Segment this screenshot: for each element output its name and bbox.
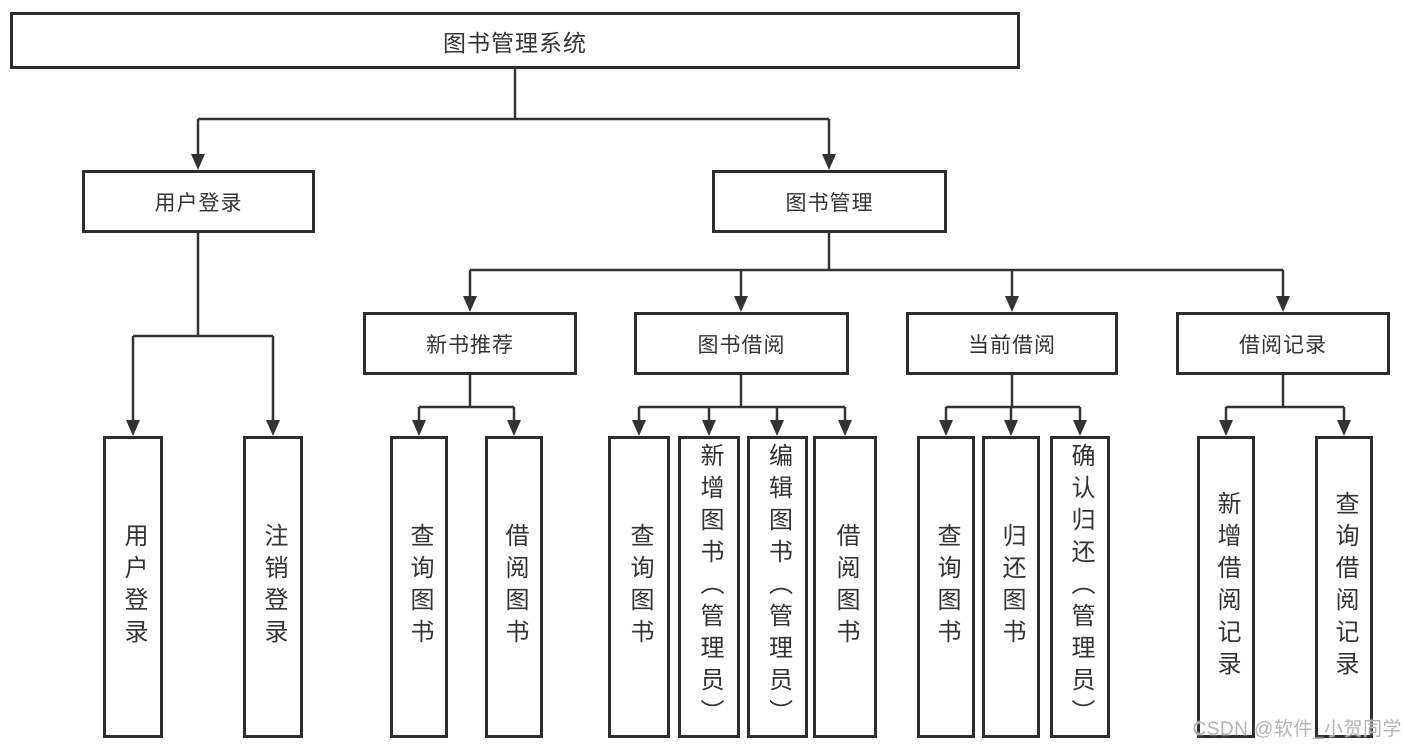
leaf-borrow-books-label: 借阅图书 [832, 523, 859, 651]
node-user-login-label: 用户登录 [154, 191, 243, 215]
leaf-return-books-label: 归还图书 [998, 523, 1025, 651]
node-current-borrow: 当前借阅 [906, 312, 1118, 375]
leaf-borrow-books-recommend: 借阅图书 [485, 436, 543, 738]
leaf-borrow-books-recommend-label: 借阅图书 [501, 523, 528, 651]
node-root: 图书管理系统 [10, 12, 1020, 69]
watermark: CSDN @软件_小贺同学 [1192, 719, 1402, 740]
node-book-borrow: 图书借阅 [634, 312, 849, 375]
node-current-borrow-label: 当前借阅 [968, 333, 1056, 357]
leaf-edit-book-admin-label: 编辑图书（管理员） [764, 443, 792, 731]
node-borrow-records-label: 借阅记录 [1239, 333, 1327, 357]
leaf-logout-label: 注销登录 [260, 523, 287, 651]
leaf-query-books-current: 查询图书 [917, 436, 975, 738]
node-new-book-recommend: 新书推荐 [363, 312, 577, 375]
node-root-label: 图书管理系统 [443, 29, 587, 56]
arrowheads [126, 154, 1351, 436]
node-borrow-records: 借阅记录 [1176, 312, 1390, 375]
leaf-query-borrow-record: 查询借阅记录 [1315, 436, 1373, 738]
node-user-login: 用户登录 [82, 170, 315, 233]
node-book-borrow-label: 图书借阅 [697, 333, 786, 357]
leaf-query-books-recommend: 查询图书 [390, 436, 448, 738]
leaf-query-books-current-label: 查询图书 [933, 523, 960, 651]
leaf-confirm-return-admin-label: 确认归还（管理员） [1067, 443, 1094, 731]
node-book-management-label: 图书管理 [785, 191, 874, 215]
leaf-return-books: 归还图书 [982, 436, 1040, 738]
leaf-add-borrow-record-label: 新增借阅记录 [1213, 491, 1240, 683]
leaf-borrow-books: 借阅图书 [813, 436, 877, 738]
leaf-confirm-return-admin: 确认归还（管理员） [1050, 436, 1110, 738]
leaf-query-books-recommend-label: 查询图书 [406, 523, 433, 651]
leaf-query-books-borrow: 查询图书 [608, 436, 670, 738]
node-book-management: 图书管理 [712, 170, 947, 233]
leaf-user-login: 用户登录 [103, 436, 163, 738]
leaf-add-book-admin: 新增图书（管理员） [678, 436, 740, 738]
leaf-add-borrow-record: 新增借阅记录 [1197, 436, 1255, 738]
leaf-edit-book-admin: 编辑图书（管理员） [747, 436, 808, 738]
leaf-logout: 注销登录 [243, 436, 303, 738]
leaf-query-books-borrow-label: 查询图书 [626, 523, 653, 651]
leaf-query-borrow-record-label: 查询借阅记录 [1331, 491, 1358, 683]
leaf-user-login-label: 用户登录 [120, 523, 147, 651]
node-new-book-recommend-label: 新书推荐 [426, 333, 514, 357]
leaf-add-book-admin-label: 新增图书（管理员） [696, 443, 723, 731]
connector-paths [131, 69, 1346, 422]
